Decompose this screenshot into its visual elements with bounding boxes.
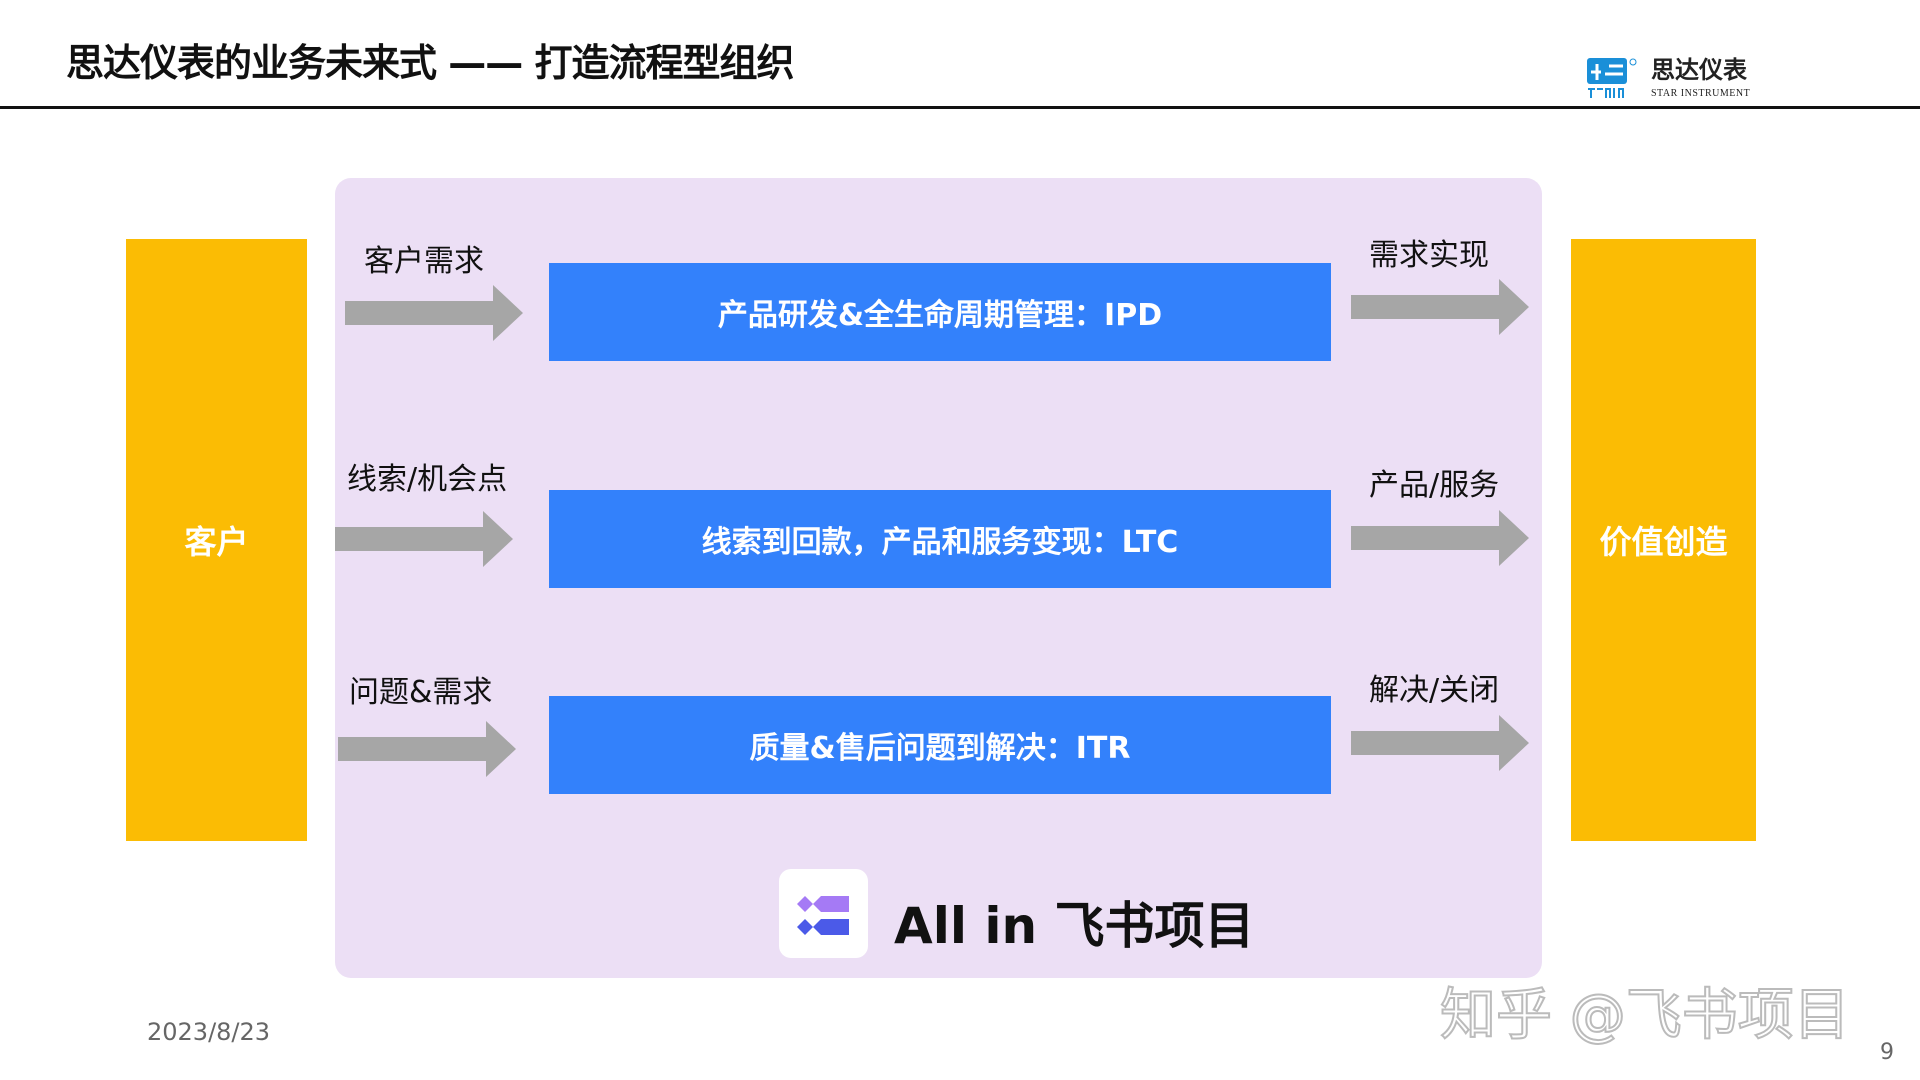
page-number: 9 [1880, 1040, 1894, 1065]
feishu-project-icon [779, 869, 868, 958]
output-label: 需求实现 [1369, 238, 1489, 273]
company-logo: 思达仪表 STAR INSTRUMENT [1585, 56, 1790, 102]
arrow-right-icon [345, 285, 523, 341]
arrow-right-icon [335, 511, 513, 567]
header-divider [0, 106, 1920, 109]
arrow-right-icon [1351, 510, 1529, 566]
arrow-right-icon [338, 721, 516, 777]
process-ltc: 线索到回款，产品和服务变现：LTC [549, 490, 1331, 588]
arrow-right-icon [1351, 715, 1529, 771]
output-label: 解决/关闭 [1369, 673, 1500, 708]
output-label: 产品/服务 [1369, 468, 1500, 503]
logo-subtext: STAR INSTRUMENT [1651, 88, 1751, 99]
value-creation-box: 价值创造 [1571, 239, 1756, 841]
customer-box: 客户 [126, 239, 307, 841]
arrow-right-icon [1351, 279, 1529, 335]
input-label: 线索/机会点 [347, 462, 508, 497]
slogan: All in 飞书项目 [894, 897, 1255, 955]
input-label: 问题&需求 [349, 675, 493, 710]
process-itr: 质量&售后问题到解决：ITR [549, 696, 1331, 794]
input-label: 客户需求 [364, 244, 484, 279]
slide-date: 2023/8/23 [147, 1018, 271, 1046]
logo-text: 思达仪表 [1651, 56, 1747, 84]
watermark: 知乎 @飞书项目 [1439, 983, 1851, 1048]
process-ipd: 产品研发&全生命周期管理：IPD [549, 263, 1331, 361]
slide-title: 思达仪表的业务未来式 —— 打造流程型组织 [66, 41, 794, 85]
